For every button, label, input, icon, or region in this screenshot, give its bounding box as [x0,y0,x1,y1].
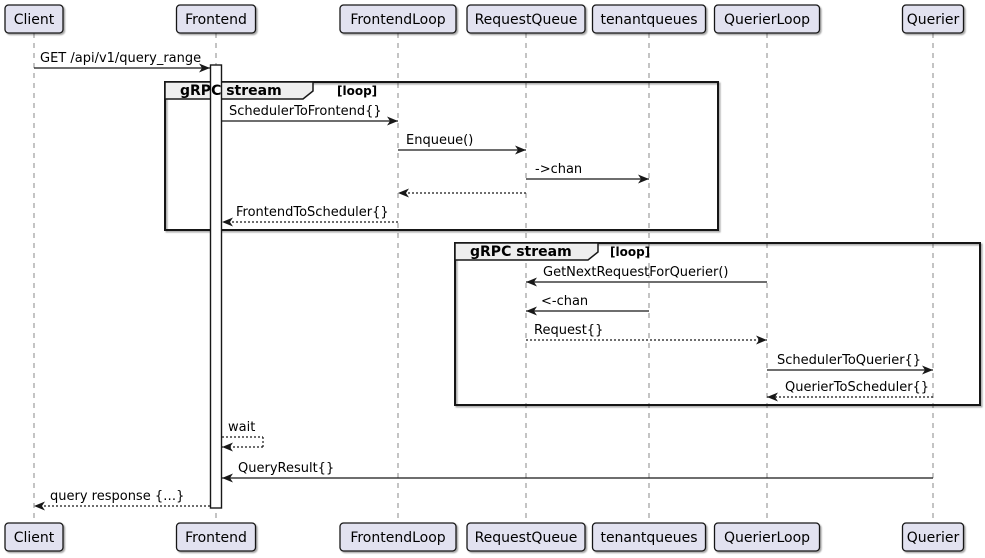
participant-label-bottom-client: Client [14,530,55,546]
message-label-7: <-chan [541,294,588,309]
group-title-tab-2 [454,242,599,261]
participant-label-top-frontendloop: FrontendLoop [350,12,445,28]
participant-box-bottom-client [4,522,64,552]
group-title-tab-1 [164,81,314,100]
participant-label-top-requestqueue: RequestQueue [475,12,578,28]
message-label-1: SchedulerToFrontend{} [229,104,382,119]
activation-bar-frontend [209,64,223,509]
group-box-2 [454,242,981,406]
participant-box-bottom-frontendloop [339,522,457,552]
participant-box-bottom-requestqueue [466,522,586,552]
participant-box-top-frontendloop [339,4,457,34]
participant-label-bottom-frontendloop: FrontendLoop [350,530,445,546]
participant-box-top-querierloop [713,4,821,34]
message-label-11: QueryResult{} [238,461,334,476]
message-label-9: SchedulerToQuerier{} [777,353,921,368]
participant-label-top-querierloop: QuerierLoop [724,12,810,28]
self-message-label: wait [228,420,255,435]
participant-box-bottom-frontend [175,522,257,552]
participant-label-top-client: Client [14,12,55,28]
participant-label-bottom-requestqueue: RequestQueue [475,530,578,546]
participant-label-top-frontend: Frontend [185,12,247,28]
group-tag-2: [loop] [610,245,650,259]
message-label-8: Request{} [534,323,603,338]
participant-label-top-tenantqueues: tenantqueues [600,12,697,28]
message-arrowhead-icon-9 [922,365,933,375]
message-arrowhead-icon-1 [387,116,398,126]
participant-box-top-client [4,4,64,34]
message-arrowhead-icon-11 [222,473,233,483]
message-arrowhead-icon-10 [767,392,778,402]
message-arrowhead-icon-7 [526,306,537,316]
participant-box-top-tenantqueues [591,4,707,34]
participant-label-bottom-querierloop: QuerierLoop [724,530,810,546]
group-title-1: gRPC stream [180,83,282,99]
message-label-10: QuerierToScheduler{} [785,380,929,395]
group-box-1 [164,81,719,231]
message-label-5: FrontendToScheduler{} [236,205,389,220]
message-arrowhead-icon-6 [526,277,537,287]
message-arrowhead-icon-2 [515,145,526,155]
message-label-6: GetNextRequestForQuerier() [543,265,729,280]
participant-label-bottom-tenantqueues: tenantqueues [600,530,697,546]
group-tag-1: [loop] [337,84,377,98]
message-arrowhead-icon-0 [199,63,210,73]
group-title-2: gRPC stream [470,244,572,260]
participant-box-top-querier [901,4,965,34]
participant-box-top-frontend [175,4,257,34]
participant-box-bottom-tenantqueues [591,522,707,552]
participant-label-top-querier: Querier [907,12,960,28]
message-label-12: query response {…} [50,489,184,504]
message-arrowhead-icon-12 [34,501,45,511]
participant-box-bottom-querier [901,522,965,552]
participant-box-top-requestqueue [466,4,586,34]
message-arrowhead-icon-3 [638,174,649,184]
message-arrowhead-icon-8 [756,335,767,345]
message-label-2: Enqueue() [406,133,473,148]
participant-label-bottom-querier: Querier [907,530,960,546]
message-arrowhead-icon-4 [398,188,409,198]
self-message-arrowhead-icon [222,442,233,452]
message-arrowhead-icon-5 [222,217,233,227]
message-label-0: GET /api/v1/query_range [40,51,201,66]
participant-box-bottom-querierloop [713,522,821,552]
participant-label-bottom-frontend: Frontend [185,530,247,546]
message-label-3: ->chan [535,162,582,177]
